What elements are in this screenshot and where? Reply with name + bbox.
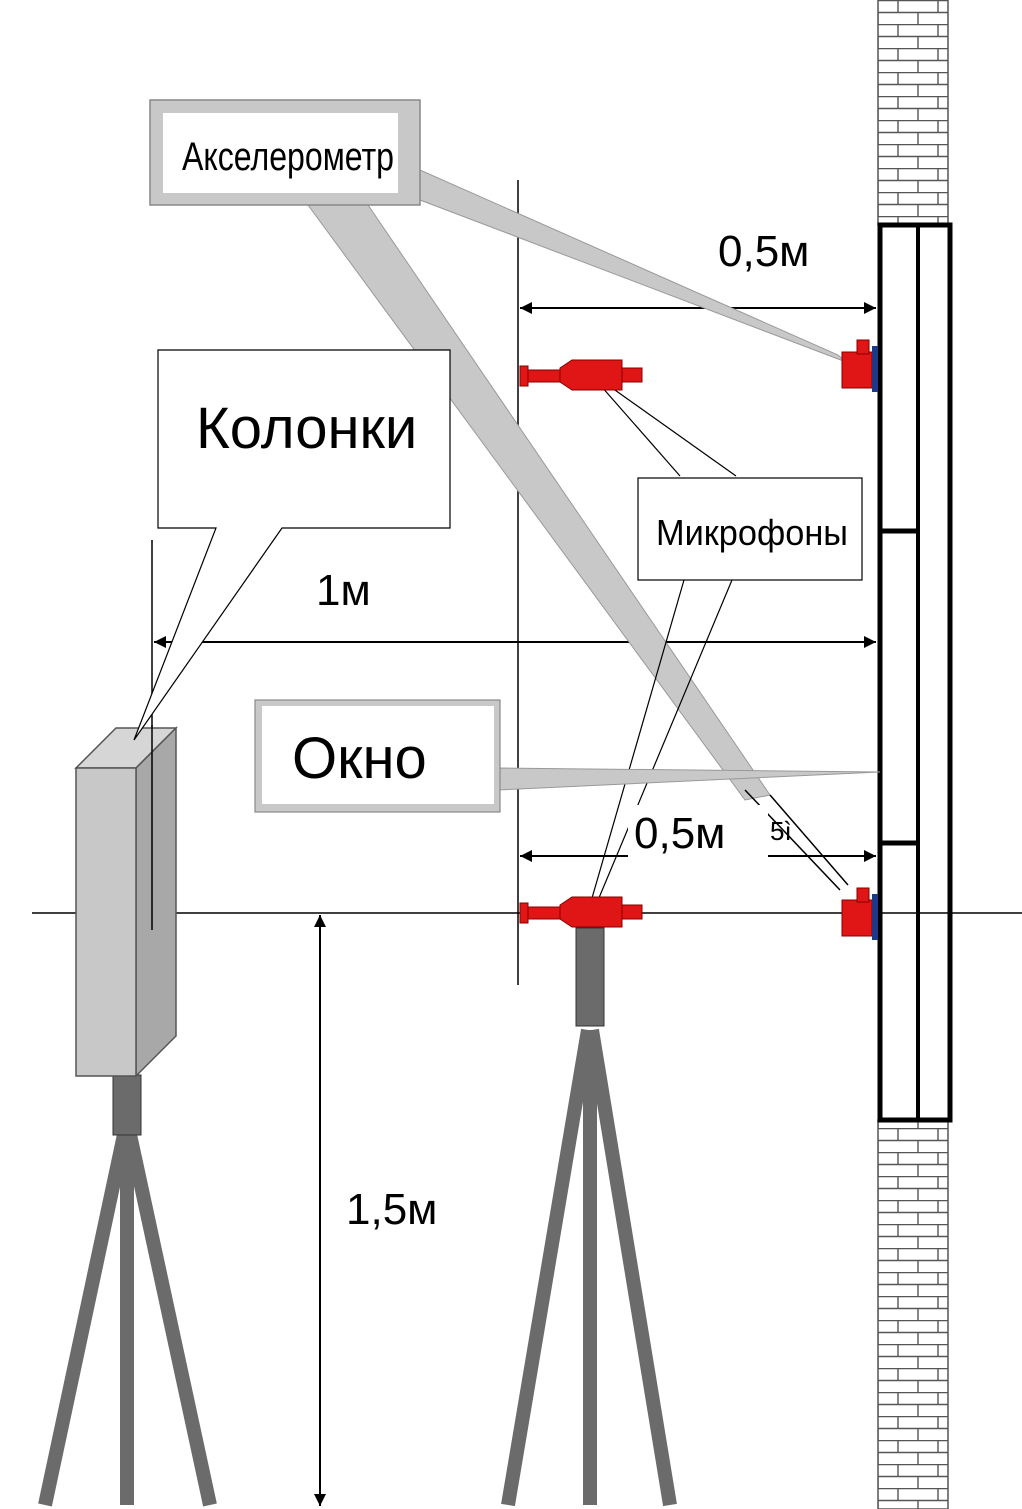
- accelerometer-top: [841, 339, 878, 392]
- middle-distance-label: 1м: [316, 566, 371, 615]
- microphone-top: [519, 359, 643, 391]
- accelerometer-bottom: [841, 887, 878, 940]
- speakers-label: Колонки: [196, 396, 417, 461]
- brick-wall-top: [877, 0, 949, 226]
- accelerometer-label: Акселерометр: [182, 135, 394, 179]
- bottom-distance-label: 0,5м: [634, 809, 725, 858]
- top-distance-label: 0,5м: [718, 227, 809, 276]
- bottom-distance-label-bg: [628, 805, 768, 860]
- callout-window: Окно: [254, 699, 881, 813]
- callout-microphones: Микрофоны: [589, 377, 863, 906]
- speaker-box: [74, 726, 178, 1078]
- window-label: Окно: [292, 726, 427, 791]
- speaker-stand: [38, 1074, 217, 1507]
- brick-wall: [877, 0, 949, 1509]
- microphone-bottom: [519, 896, 643, 928]
- microphones-label: Микрофоны: [656, 512, 848, 553]
- window-frame: [877, 222, 953, 1123]
- artifact-text: 5ì: [770, 816, 792, 846]
- microphone-stand: [501, 927, 677, 1507]
- brick-wall-bottom: [877, 1119, 949, 1509]
- height-label: 1,5м: [346, 1185, 437, 1234]
- callout-speakers: Колонки: [133, 349, 451, 741]
